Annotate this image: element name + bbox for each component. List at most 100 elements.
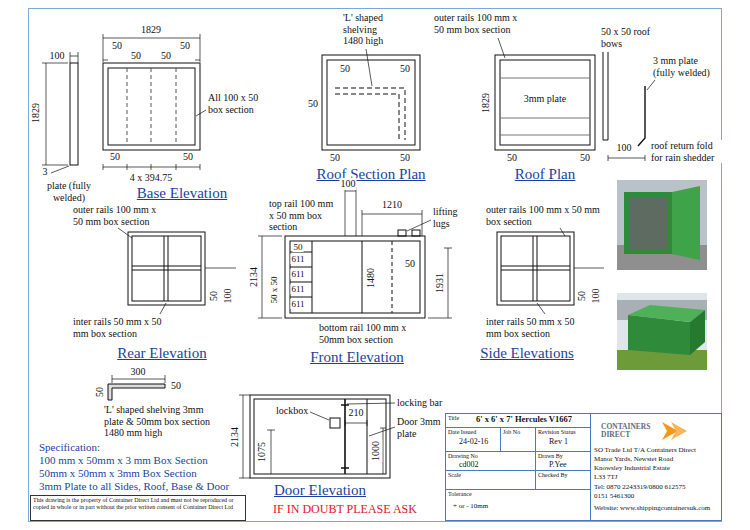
view-title: Door Elevation: [273, 482, 367, 499]
warning-note: IF IN DOUBT PLEASE ASK: [272, 503, 418, 517]
rear-elevation-part: [132, 236, 201, 301]
front-elevation-part: [258, 236, 282, 318]
base-elevation-part: [42, 63, 68, 165]
note: inter rails 50 mm x 50 mm box section: [485, 316, 577, 339]
view-title: Rear Elevation: [116, 345, 208, 362]
note: outer rails 100 mm x 50 mm box section: [433, 12, 525, 35]
dimension: 611: [290, 284, 305, 294]
rear-elevation: [118, 228, 236, 314]
container-photo-part: [672, 186, 700, 260]
container-photo-part: [629, 197, 667, 249]
note: Door 3mm plate: [396, 416, 443, 439]
specification-line: 3mm Plate to all Sides, Roof, Base & Doo…: [38, 480, 230, 493]
dimension: 300: [130, 366, 147, 378]
front-elevation-part: [285, 236, 425, 318]
dimension: 50: [111, 40, 123, 52]
note: inter rails 50 mm x 50 mm box section: [72, 316, 164, 339]
roof-bow-detail-part: [647, 80, 655, 90]
base-elevation-part: [196, 110, 206, 116]
dimension: 100: [49, 50, 66, 62]
base-elevation-part: [70, 52, 78, 63]
side-elevation-part: [574, 268, 604, 269]
base-elevation: [42, 34, 206, 173]
copyright-box: [31, 496, 246, 521]
title-block-caption: Job No: [502, 429, 521, 436]
view-title: Side Elevations: [479, 345, 575, 362]
roof-plan-part: [500, 60, 590, 145]
note: lifting lugs: [432, 206, 470, 229]
view-title: Roof Plan: [514, 166, 576, 183]
dimension: 100: [590, 288, 602, 305]
dimension: 50: [182, 151, 194, 163]
note: outer rails 100 mm x 50 mm box section: [485, 204, 612, 227]
roof-section-plan-part: [327, 60, 415, 145]
side-elevation-part: [501, 236, 570, 301]
front-elevation-part: [290, 241, 420, 313]
title-block-value: + or - 10mm: [452, 503, 489, 511]
view-title: Base Elevation: [136, 185, 228, 202]
front-elevation-part: [290, 241, 362, 313]
dimension: 1210: [381, 199, 403, 211]
view-title: Front Elevation: [309, 349, 405, 366]
title-block-value: cd002: [458, 461, 480, 470]
front-elevation-part: [345, 187, 356, 236]
door-elevation: [239, 395, 395, 478]
front-elevation-part: [362, 210, 422, 236]
container-photo: [617, 180, 707, 270]
roof-bow-detail-part: [638, 86, 645, 146]
dimension: 50: [404, 258, 416, 270]
dimension: 2134: [248, 266, 260, 288]
base-elevation-part: [103, 34, 200, 62]
dimension: 1829: [30, 102, 42, 124]
side-elevation: [497, 228, 604, 314]
shelf-detail-part: [108, 384, 165, 400]
base-elevation-part: [103, 63, 200, 150]
dimension: 50: [329, 152, 341, 164]
drawing-title: 6' x 6' x 7' Hercules V1667: [475, 415, 573, 424]
note: All 100 x 50 box section: [207, 92, 271, 115]
dimension: 4 x 394.75: [129, 172, 174, 184]
door-elevation-part: [347, 403, 395, 404]
side-elevation-part: [560, 228, 565, 236]
note: 50 x 50 roof bows: [600, 26, 654, 49]
note: locking bar: [396, 397, 443, 409]
dimension: 3: [42, 166, 49, 178]
dimension: 50: [208, 290, 220, 302]
title-block-caption: Tolerance: [447, 491, 473, 498]
address-line: Tel: 0870 2243319/0800 612575: [593, 484, 686, 492]
front-elevation-part: [392, 241, 393, 313]
door-elevation-part: [267, 430, 275, 474]
title-block-caption: Drawn By: [537, 453, 564, 460]
dimension: 1075: [256, 441, 268, 463]
title-block-caption: Drawing No: [447, 453, 479, 460]
title-block-part: [671, 422, 687, 440]
dimension: 50: [293, 242, 304, 252]
title-block: [445, 413, 722, 521]
title-block-caption: Title: [447, 415, 460, 422]
base-elevation-part: [127, 68, 176, 145]
door-elevation-part: [254, 399, 386, 474]
note: top rail 100 mm x 50 mm box section: [268, 198, 340, 233]
note: plate (fully welded): [33, 180, 105, 203]
roof-section-plan-part: [335, 88, 405, 140]
note: roof return fold for rain shedder: [650, 140, 722, 163]
title-block-caption: Checked By: [537, 472, 569, 479]
dimension: 100: [340, 178, 357, 190]
door-elevation-part: [369, 427, 395, 436]
dimension: 50: [506, 152, 518, 164]
logo-text: CONTAINERS DIRECT: [600, 423, 662, 439]
address-line: Manor Yards, Newstet Road: [593, 456, 674, 464]
door-elevation-part: [367, 399, 368, 474]
note: bottom rail 100 mm x 50mm box section: [318, 322, 420, 345]
dimension: 50: [179, 40, 191, 52]
specification-line: 100 mm x 50mm x 3 mm Box Section: [38, 454, 209, 467]
title-block-value: Rev 1: [548, 438, 569, 447]
door-elevation-part: [345, 420, 367, 426]
roof-bow-detail-part: [608, 155, 645, 161]
rear-elevation-part: [205, 268, 236, 269]
front-elevation-part: [428, 248, 452, 318]
roof-section-plan-part: [322, 55, 420, 150]
note: 3mm plate: [523, 93, 568, 105]
specification-line: Specification:: [38, 441, 101, 454]
dimension: 50: [576, 290, 588, 302]
